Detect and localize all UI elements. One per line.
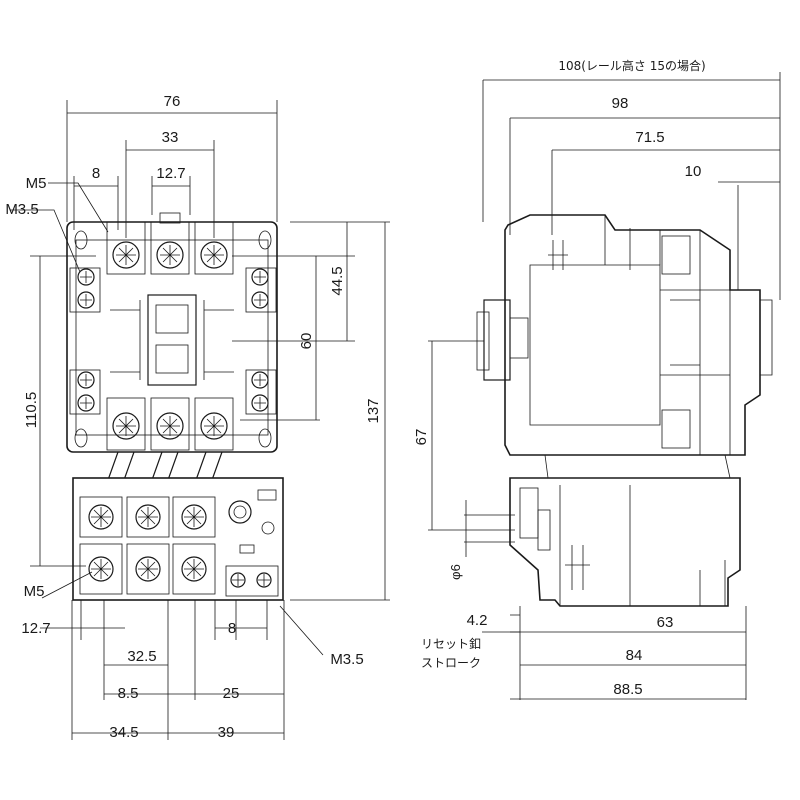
dim-63: 63: [657, 614, 674, 631]
callout-m5-top: M5: [26, 175, 47, 192]
front-view: [10, 100, 390, 740]
front-dim-lines-top: [67, 112, 277, 187]
mount-hole: [258, 230, 272, 250]
dim-12-7-bottom: 12.7: [21, 620, 50, 637]
dim-84: 84: [626, 647, 643, 664]
dim-67: 67: [413, 429, 430, 446]
front-extension-lines-v: [71, 600, 285, 740]
dim-33: 33: [162, 129, 179, 146]
side-dim-lines: [431, 79, 780, 700]
front-plate: [509, 317, 529, 359]
dim-10: 10: [685, 163, 702, 180]
dim-71-5: 71.5: [635, 129, 664, 146]
mount-hole: [74, 428, 88, 448]
side-view: [428, 72, 781, 700]
dim-8-top: 8: [92, 165, 100, 182]
dim-34-5: 34.5: [109, 724, 138, 741]
actuator: [110, 294, 234, 386]
callout-m3-5-top: M3.5: [5, 201, 38, 218]
front-leaders-bottom: [41, 571, 324, 656]
bottom-main-terminals: [106, 397, 234, 451]
front-leaders-top: [10, 182, 109, 273]
dim-137: 137: [365, 398, 382, 423]
dim-8-bottom: 8: [228, 620, 236, 637]
callout-m5-bottom: M5: [24, 583, 45, 600]
front-extension-lines: [66, 100, 278, 238]
side-terminal-bottom: [661, 409, 691, 449]
dim-39: 39: [218, 724, 235, 741]
overload-side-details: [544, 454, 731, 606]
dim-60: 60: [298, 333, 315, 350]
overload-side-body: [509, 477, 741, 607]
side-terminal-top: [661, 235, 691, 275]
reset-stroke-label-1: リセット釦: [421, 636, 481, 651]
dim-88-5: 88.5: [613, 681, 642, 698]
side-extension-lines: [428, 72, 781, 700]
dim-98: 98: [612, 95, 629, 112]
side-inner-lines: [660, 289, 730, 376]
overload-side-mark: [565, 545, 590, 590]
dim-76: 76: [164, 93, 181, 110]
dim-110-5: 110.5: [23, 392, 40, 428]
dim-32-5: 32.5: [127, 648, 156, 665]
contactor-inner-frame: [75, 239, 269, 436]
callout-m3-5-bottom: M3.5: [330, 651, 363, 668]
aux-terminals: [69, 267, 277, 415]
front-dim-lines-side: [39, 222, 386, 600]
overload-body: [72, 477, 284, 601]
side-coil-block: [529, 264, 661, 426]
dim-44-5: 44.5: [329, 266, 346, 295]
reset-button-cap: [537, 509, 551, 551]
connection-straps: [107, 451, 223, 481]
mount-hole: [74, 230, 88, 250]
dim-4-2: 4.2: [467, 612, 488, 629]
dim-25: 25: [223, 685, 240, 702]
dim-108: 108(レール高さ 15の場合): [558, 58, 705, 73]
mount-hole: [258, 428, 272, 448]
front-extension-lines-h: [30, 221, 390, 601]
overload-relay: [72, 477, 284, 601]
dim-phi-6: φ6: [448, 564, 463, 580]
side-details: [604, 215, 731, 455]
reset-stroke-label-2: ストローク: [421, 656, 481, 670]
side-mark: [548, 240, 568, 270]
dim-8-5: 8.5: [118, 685, 139, 702]
rail-clip: [760, 299, 773, 376]
top-main-terminals: [106, 212, 234, 275]
contactor-side-body: [504, 214, 761, 456]
dim-12-7-top: 12.7: [156, 165, 185, 182]
front-dim-lines-bottom: [40, 627, 284, 734]
